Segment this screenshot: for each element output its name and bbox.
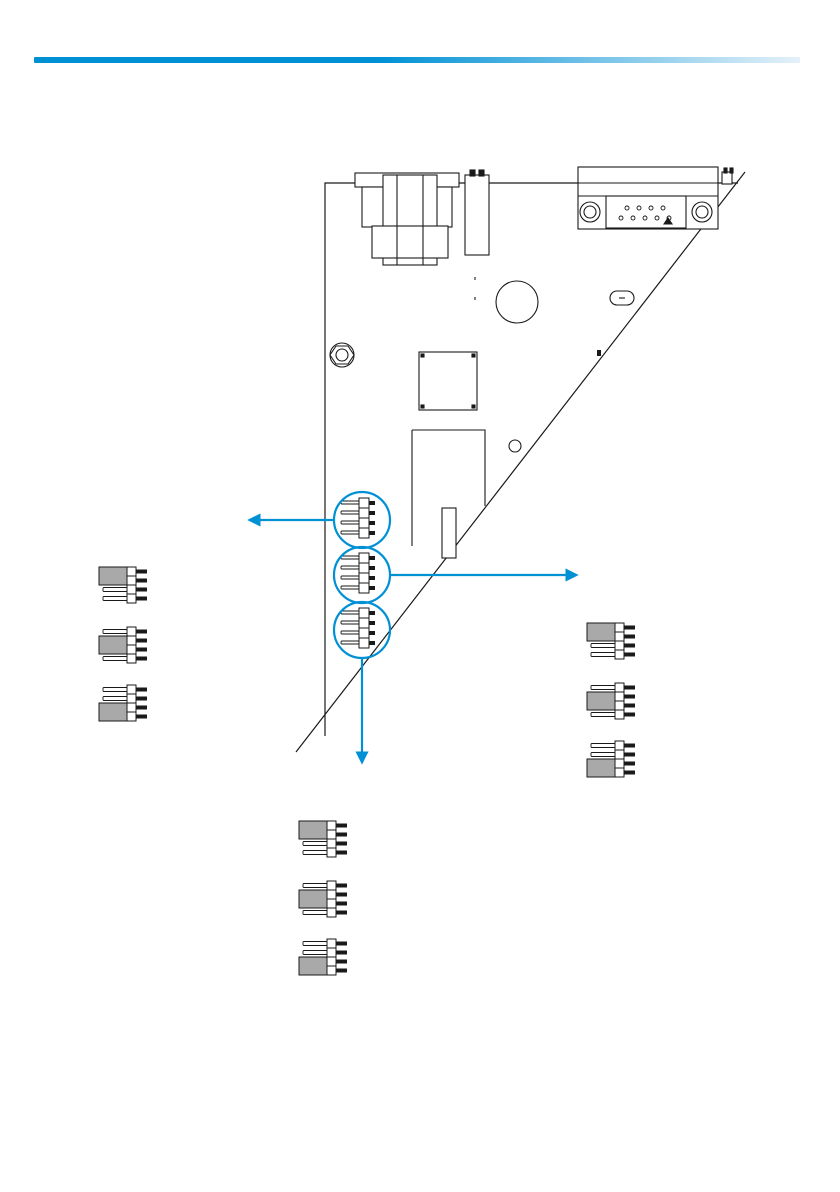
circuit-board <box>296 172 745 752</box>
jumper-icon <box>587 692 615 710</box>
jumper-setting-closed-pins-2-3 <box>99 627 147 663</box>
jumper-setting-closed-pins-3-4 <box>99 685 147 721</box>
led <box>509 440 521 452</box>
jumper-icon <box>299 957 327 975</box>
battery <box>496 281 538 323</box>
jumper-icon <box>587 623 615 641</box>
board-header-right-group <box>341 553 375 593</box>
board-components <box>330 277 634 558</box>
slot-latch <box>442 508 456 558</box>
jumper-setting-closed-pins-2-3 <box>587 683 635 719</box>
jumper-setting-closed-pins-1-2 <box>99 567 147 603</box>
jumper-setting-closed-pins-2-3 <box>299 881 347 917</box>
legend-left-jumper-settings <box>99 567 147 721</box>
jumper-icon <box>299 821 327 839</box>
board-header-bottom-group <box>341 608 375 648</box>
power-connector <box>355 173 459 265</box>
board-outline <box>296 172 745 752</box>
jumper-icon <box>299 890 327 908</box>
jumper-setting-closed-pins-3-4 <box>587 741 635 777</box>
board-jumper-headers <box>341 498 375 648</box>
jumper-icon <box>99 567 127 585</box>
legend-bottom-jumper-settings <box>299 821 347 975</box>
jumper-icon <box>587 759 615 777</box>
processor-chip <box>419 352 477 410</box>
jumper-setting-closed-pins-1-2 <box>587 623 635 659</box>
jumper-icon <box>99 703 127 721</box>
db9-connector-icon <box>578 167 733 229</box>
top-pin-header <box>465 170 489 255</box>
callout-arrows <box>250 520 576 762</box>
mounting-nut-inner <box>336 349 348 361</box>
board-header-left-group <box>341 498 375 538</box>
jumper-setting-closed-pins-1-2 <box>299 821 347 857</box>
jumper-setting-closed-pins-3-4 <box>299 939 347 975</box>
jumper-icon <box>99 636 127 654</box>
legend-right-jumper-settings <box>587 623 635 777</box>
